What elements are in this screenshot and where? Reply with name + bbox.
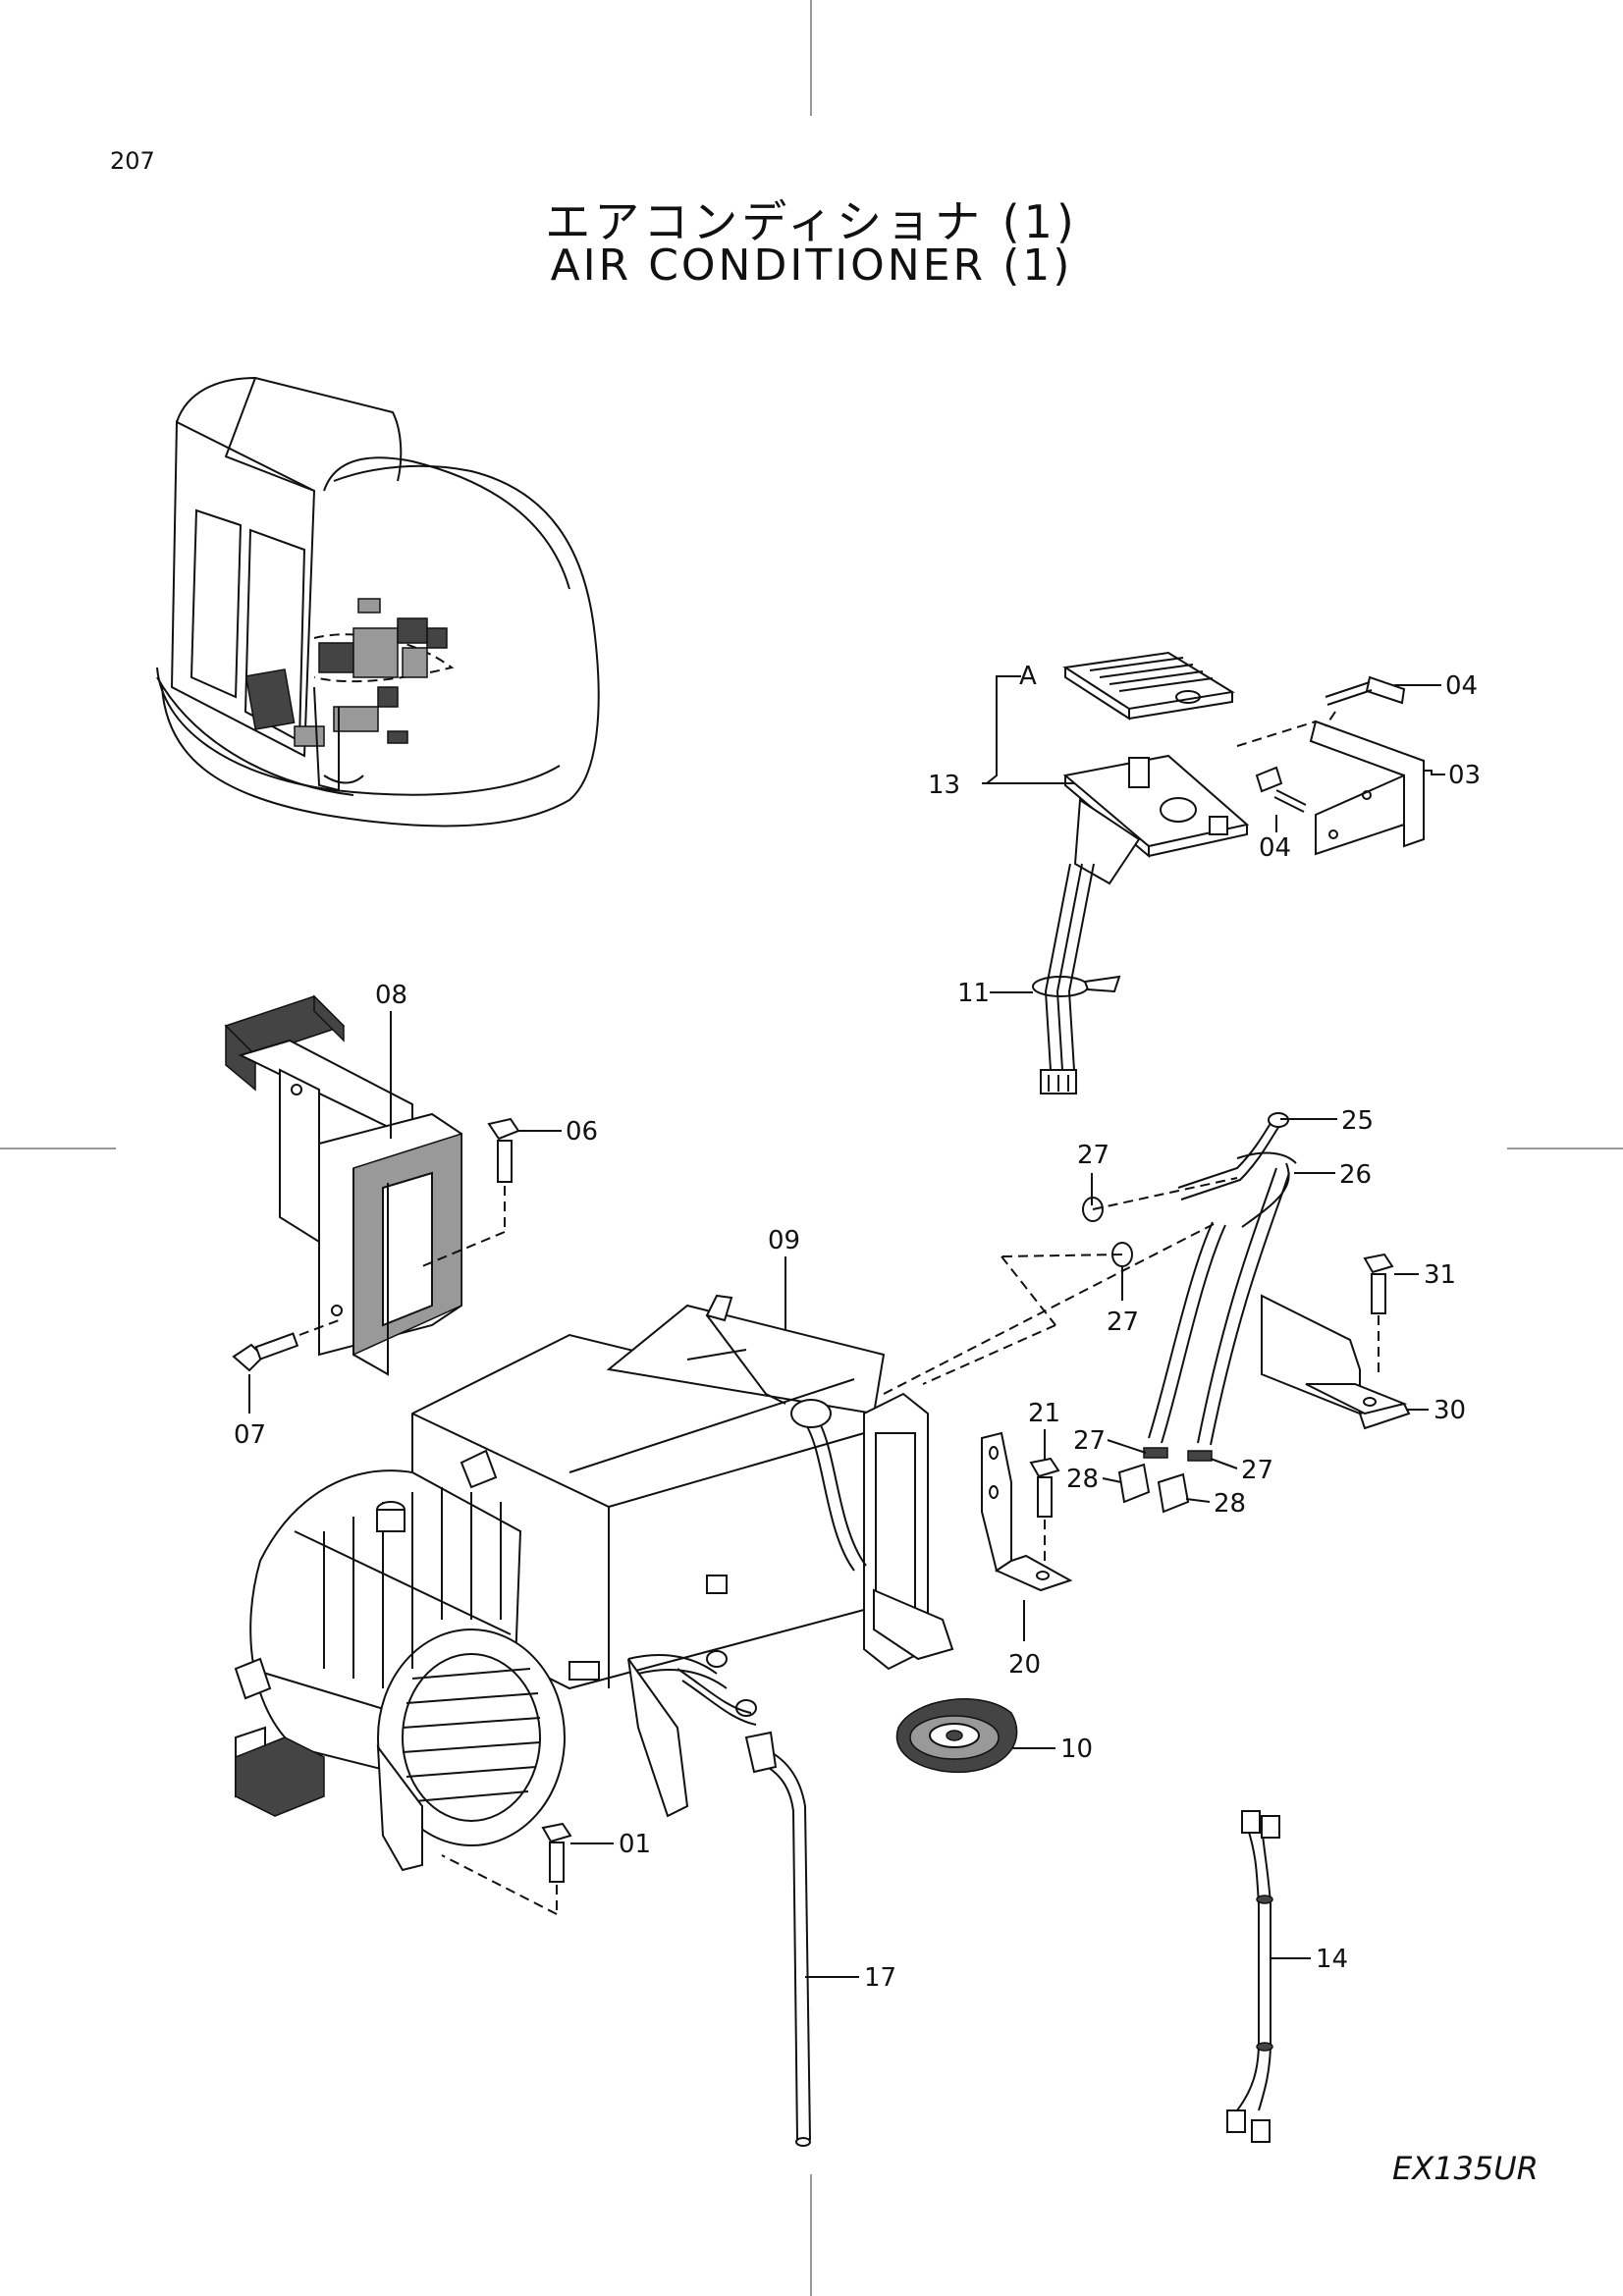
callout-27-middle: 27 (1107, 1308, 1139, 1337)
callout-26: 26 (1339, 1160, 1372, 1190)
grommet-part-10 (895, 1698, 1018, 1774)
drain-hose-part-17 (744, 1731, 811, 2147)
hoses-and-clamps (883, 1112, 1297, 1514)
callout-21: 21 (1028, 1399, 1060, 1428)
callout-14: 14 (1316, 1945, 1348, 1974)
callout-17: 17 (864, 1963, 896, 1993)
callout-10: 10 (1060, 1735, 1093, 1764)
excavator-overview-illustration (156, 376, 600, 828)
control-panel-assembly (1032, 651, 1425, 1095)
bolts (232, 1117, 1394, 1915)
callout-31: 31 (1424, 1260, 1456, 1290)
fan-grille (377, 1629, 566, 1846)
callout-27-lower-left: 27 (1073, 1426, 1106, 1456)
callout-06: 06 (566, 1117, 598, 1147)
callout-30: 30 (1434, 1396, 1466, 1425)
duct-part-08 (224, 994, 462, 1376)
callout-28-right: 28 (1214, 1489, 1246, 1519)
callout-20: 20 (1008, 1650, 1041, 1680)
callout-08: 08 (375, 981, 407, 1010)
callout-07: 07 (234, 1420, 266, 1450)
callout-03: 03 (1448, 761, 1481, 790)
callout-01: 01 (619, 1830, 651, 1859)
callout-25: 25 (1341, 1106, 1374, 1136)
callout-28-left: 28 (1066, 1465, 1099, 1494)
page-number: 207 (110, 147, 155, 175)
callout-27-upper: 27 (1077, 1141, 1109, 1170)
leader-lines (248, 675, 1445, 1978)
air-conditioner-unit (234, 1294, 954, 1872)
callout-13: 13 (928, 771, 960, 800)
callout-04-lower: 04 (1259, 833, 1291, 863)
vent-slats (323, 1487, 502, 1688)
page-title-english: AIR CONDITIONER (1) (550, 240, 1073, 291)
model-number: EX135UR (1392, 2150, 1539, 2187)
callout-09: 09 (768, 1226, 800, 1255)
callout-04-upper: 04 (1445, 671, 1478, 701)
bracket-part-30 (1261, 1294, 1411, 1430)
bracket-part-20 (981, 1431, 1073, 1592)
callout-a: A (1019, 662, 1037, 691)
callout-11: 11 (957, 979, 990, 1008)
wire-harness-part-14 (1226, 1810, 1280, 2143)
callout-27-lower-right: 27 (1241, 1456, 1273, 1485)
callout-labels: A 13 04 03 04 11 08 06 07 09 27 27 25 26… (234, 662, 1481, 1993)
page-title-japanese: エアコンディショナ (1) (545, 195, 1078, 248)
